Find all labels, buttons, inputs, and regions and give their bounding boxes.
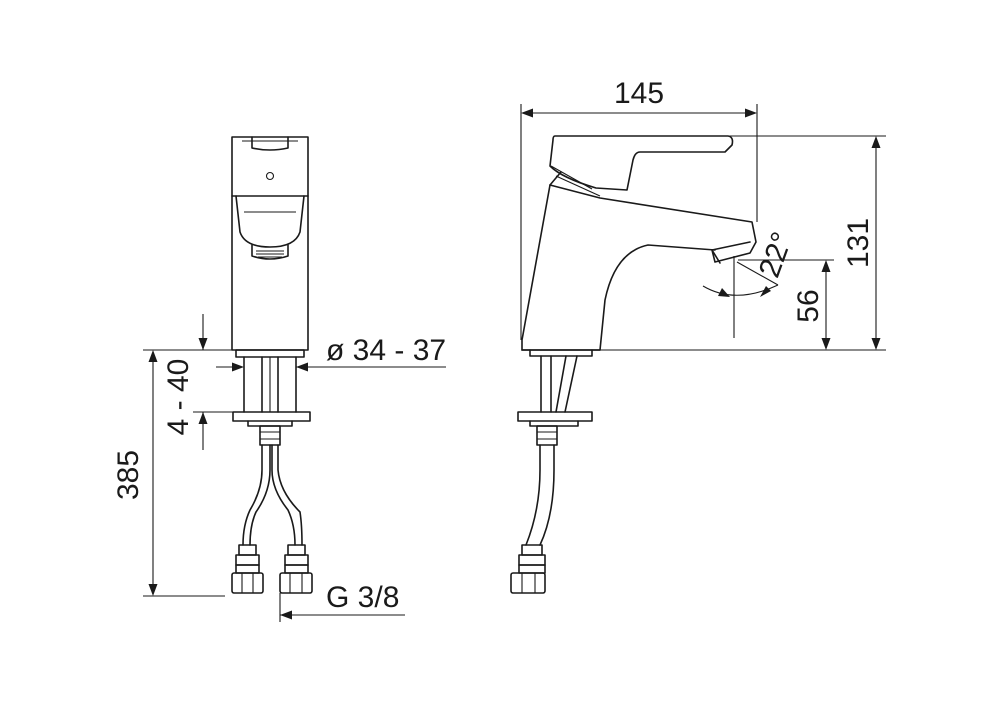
front-body — [231, 136, 309, 351]
label-width-total: 145 — [614, 77, 664, 110]
front-screw — [265, 171, 275, 181]
label-connection-thread: G 3/8 — [326, 581, 399, 614]
side-handle — [549, 135, 734, 191]
front-aerator — [251, 244, 289, 260]
aerator-mesh — [256, 250, 284, 258]
side-spout-body — [521, 171, 716, 351]
side-hose — [525, 444, 541, 546]
front-handle-cap — [251, 136, 289, 151]
front-fitting-right — [279, 544, 313, 594]
front-hose-left — [242, 444, 263, 546]
label-height-total: 131 — [842, 218, 875, 268]
side-clamp-plate — [517, 411, 593, 422]
label-hole-diameter: ø 34 - 37 — [326, 334, 446, 367]
label-hose-length: 385 — [112, 450, 145, 500]
side-dimensions — [520, 104, 886, 351]
front-clamp-plate — [232, 411, 311, 422]
front-fitting-left — [231, 544, 264, 594]
dimension-labels: 145 131 56 22° ø 34 - 37 4 - 40 385 G 3/… — [112, 77, 875, 614]
label-spout-angle: 22° — [753, 228, 800, 282]
label-spout-height: 56 — [792, 289, 825, 322]
side-fitting — [510, 544, 546, 594]
front-outlet-housing — [235, 195, 305, 248]
label-deck-thickness: 4 - 40 — [162, 359, 195, 436]
front-view — [231, 136, 313, 594]
side-view — [510, 135, 757, 594]
front-dimensions — [143, 314, 446, 622]
front-hose-right — [271, 444, 296, 546]
